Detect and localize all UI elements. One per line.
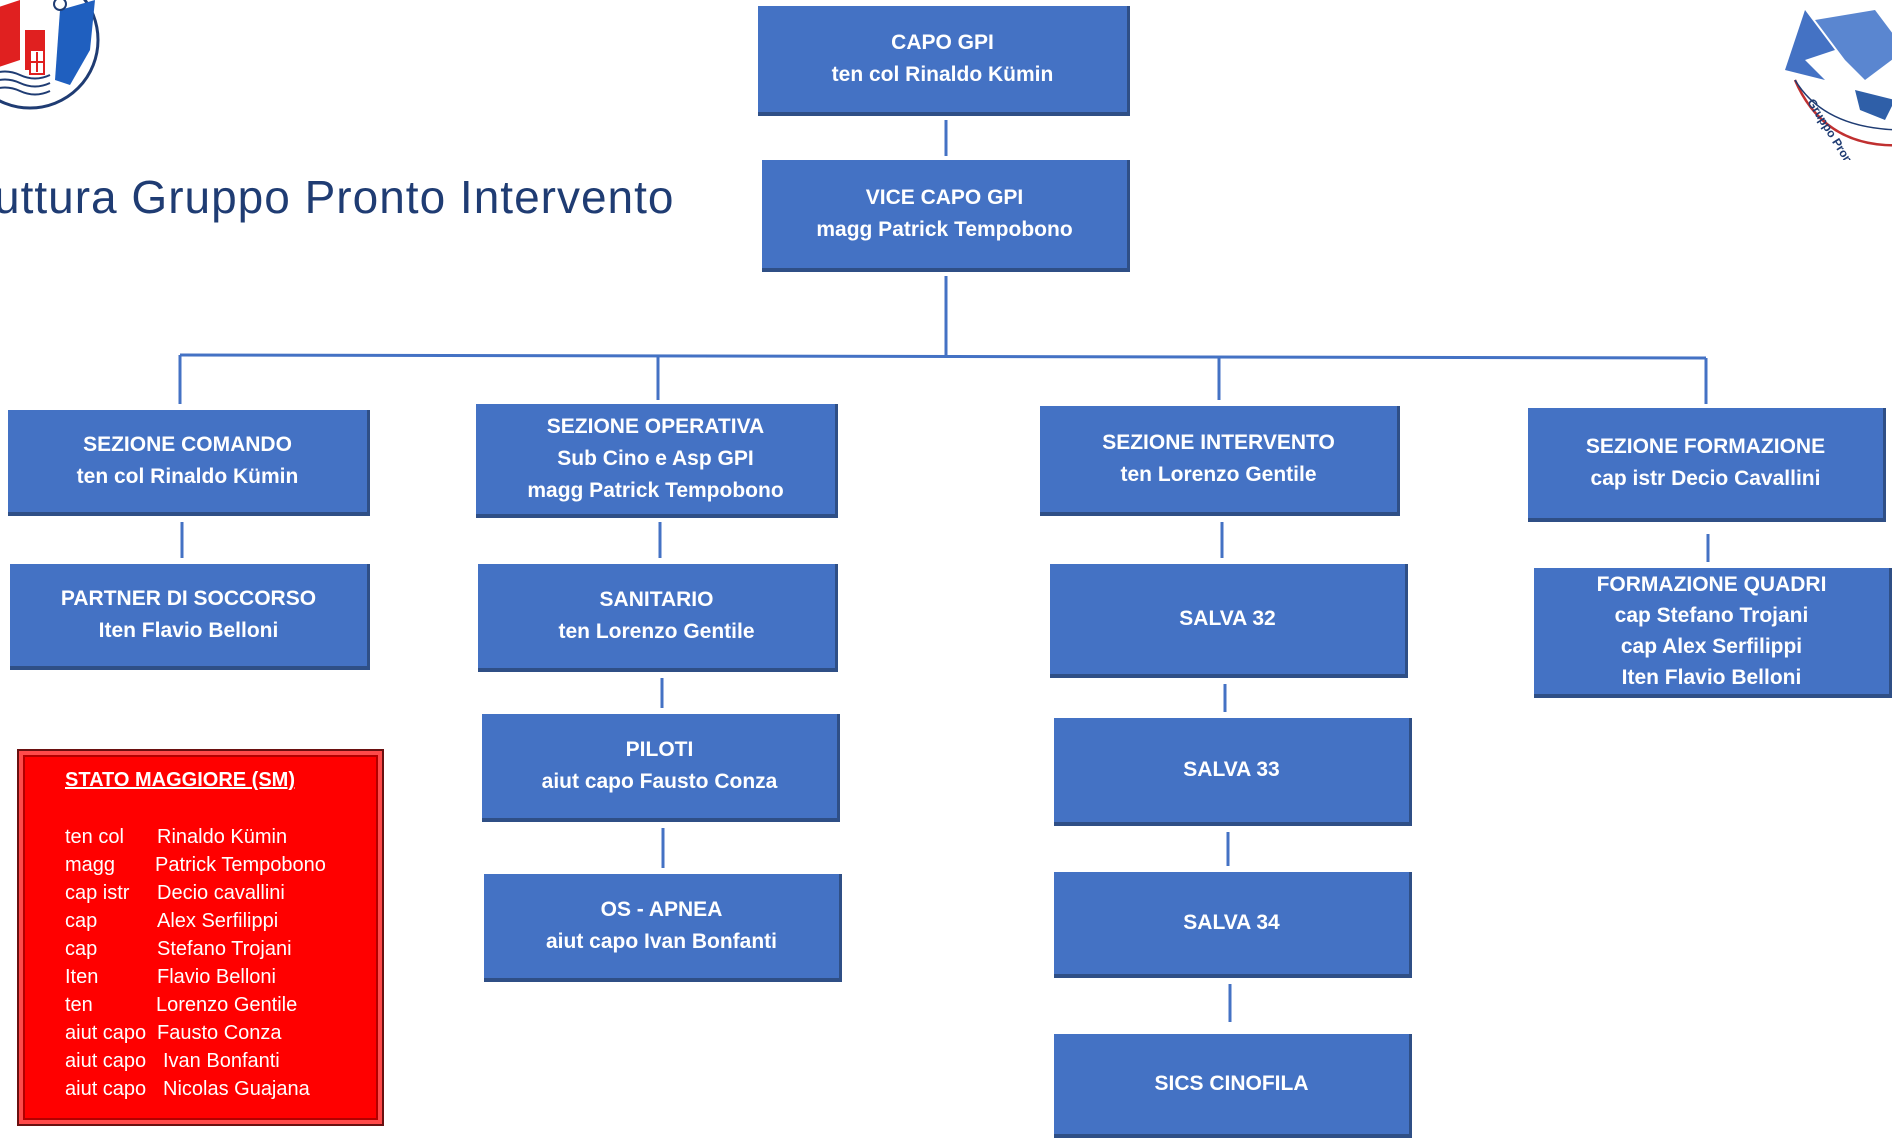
node-salva-33: SALVA 33 (1054, 718, 1412, 826)
sm-name: Flavio Belloni (157, 966, 276, 988)
page-title: uttura Gruppo Pronto Intervento (0, 171, 675, 223)
node-title: FORMAZIONE QUADRI (1596, 573, 1827, 596)
node-person: Iten Flavio Belloni (98, 619, 279, 642)
stato-maggiore-panel: STATO MAGGIORE (SM) ten col Rinaldo Kümin… (17, 749, 384, 1126)
node-salva-32: SALVA 32 (1050, 564, 1408, 678)
node-sanitario: SANITARIO ten Lorenzo Gentile (478, 564, 838, 672)
node-sezione-comando: SEZIONE COMANDO ten col Rinaldo Kümin (8, 410, 370, 516)
node-salva-34: SALVA 34 (1054, 872, 1412, 978)
node-subtitle: Sub Cino e Asp GPI (557, 447, 754, 470)
node-sezione-intervento: SEZIONE INTERVENTO ten Lorenzo Gentile (1040, 406, 1400, 516)
node-title: PARTNER DI SOCCORSO (60, 587, 317, 610)
sm-rank: cap (65, 910, 98, 932)
node-title: SEZIONE OPERATIVA (546, 415, 765, 438)
node-title: SANITARIO (599, 588, 714, 611)
node-person: ten Lorenzo Gentile (1120, 463, 1317, 486)
node-os-apnea: OS - APNEA aiut capo Ivan Bonfanti (484, 874, 842, 982)
node-title: SEZIONE COMANDO (83, 433, 292, 456)
node-piloti: PILOTI aiut capo Fausto Conza (482, 714, 840, 822)
node-person: magg Patrick Tempobono (816, 218, 1073, 241)
node-person: cap Stefano Trojani (1614, 604, 1809, 627)
node-title: SALVA 33 (1183, 758, 1280, 781)
node-person: cap istr Decio Cavallini (1590, 467, 1821, 490)
sm-name: Decio cavallini (157, 882, 285, 904)
node-vice-capo-gpi: VICE CAPO GPI magg Patrick Tempobono (762, 160, 1130, 272)
sm-name: Nicolas Guajana (163, 1078, 310, 1100)
sm-name: Lorenzo Gentile (156, 994, 298, 1016)
sm-rank: aiut capo (65, 1022, 147, 1044)
node-title: CAPO GPI (891, 31, 994, 54)
node-title: SALVA 32 (1179, 607, 1276, 630)
node-person: ten Lorenzo Gentile (558, 620, 755, 643)
sm-rank: magg (65, 854, 116, 876)
node-person: ten col Rinaldo Kümin (76, 465, 299, 488)
sm-rank: aiut capo (65, 1078, 147, 1100)
node-title: SALVA 34 (1183, 911, 1280, 934)
node-title: SEZIONE FORMAZIONE (1585, 435, 1826, 458)
sm-name: Ivan Bonfanti (163, 1050, 280, 1072)
sm-rank: ten (65, 994, 93, 1016)
gpi-emblem-logo-left (0, 0, 100, 110)
sm-name: Rinaldo Kümin (157, 826, 288, 848)
sm-name: Alex Serfilippi (157, 910, 279, 932)
node-title: SEZIONE INTERVENTO (1102, 431, 1335, 454)
sm-rank: cap (65, 938, 98, 960)
node-person: Iten Flavio Belloni (1621, 666, 1802, 689)
node-person: cap Alex Serfilippi (1620, 635, 1803, 658)
node-person: magg Patrick Tempobono (527, 479, 784, 502)
sm-rank: ten col (65, 826, 124, 848)
node-person: aiut capo Ivan Bonfanti (545, 930, 778, 953)
node-capo-gpi: CAPO GPI ten col Rinaldo Kümin (758, 6, 1130, 116)
node-person: ten col Rinaldo Kümin (831, 63, 1054, 86)
sm-name: Patrick Tempobono (155, 854, 326, 876)
node-title: OS - APNEA (600, 898, 723, 921)
node-person: aiut capo Fausto Conza (541, 770, 778, 793)
node-formazione-quadri: FORMAZIONE QUADRI cap Stefano Trojani ca… (1534, 568, 1892, 698)
sm-name: Stefano Trojani (157, 938, 292, 960)
node-sics-cinofila: SICS CINOFILA (1054, 1034, 1412, 1138)
node-sezione-formazione: SEZIONE FORMAZIONE cap istr Decio Cavall… (1528, 408, 1886, 522)
node-sezione-operativa: SEZIONE OPERATIVA Sub Cino e Asp GPI mag… (476, 404, 838, 518)
sm-rank: Iten (65, 966, 99, 988)
gpi-eagle-logo-right: Gruppo Pronto In (1785, 10, 1892, 160)
node-partner-di-soccorso: PARTNER DI SOCCORSO Iten Flavio Belloni (10, 564, 370, 670)
node-title: VICE CAPO GPI (865, 186, 1024, 209)
sm-rank: aiut capo (65, 1050, 147, 1072)
sm-rank: cap istr (65, 882, 130, 904)
node-title: SICS CINOFILA (1154, 1072, 1309, 1095)
node-title: PILOTI (625, 738, 694, 761)
sm-name: Fausto Conza (157, 1022, 282, 1044)
stato-maggiore-heading: STATO MAGGIORE (SM) (65, 769, 295, 791)
